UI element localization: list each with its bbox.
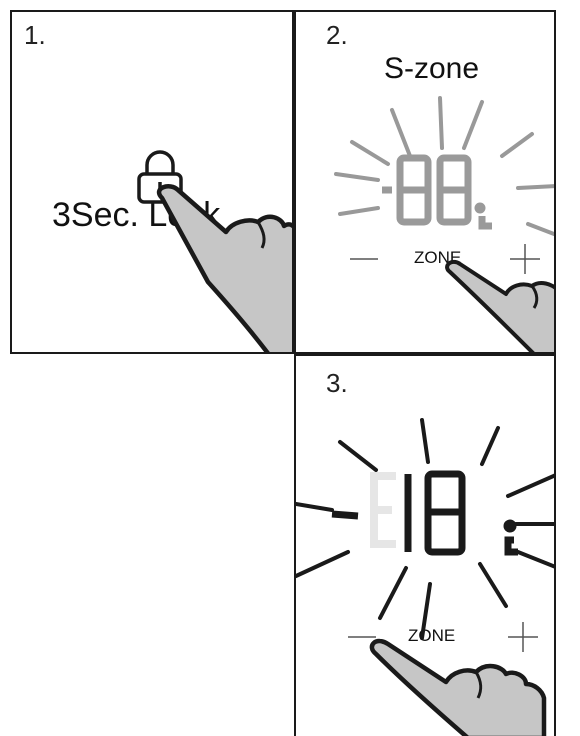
step-3-panel: 3. ZONE: [294, 354, 556, 736]
inactive-segment: [374, 476, 396, 544]
plus-button[interactable]: [508, 622, 538, 652]
plus-button[interactable]: [510, 244, 540, 274]
segment-display-88: [382, 158, 492, 226]
pointing-hand-icon: [447, 262, 556, 354]
step-2-panel: 2. S-zone ZONE: [294, 10, 556, 354]
pointing-hand-icon: [372, 641, 544, 736]
step-3-illustration: [296, 356, 556, 736]
blink-rays: [336, 98, 556, 234]
segment-display-18: [332, 474, 518, 552]
step-1-illustration: [12, 12, 294, 354]
pointing-hand-icon: [159, 186, 294, 354]
step-2-illustration: [296, 12, 556, 354]
step-1-panel: 1. 3Sec. Lock: [10, 10, 294, 354]
